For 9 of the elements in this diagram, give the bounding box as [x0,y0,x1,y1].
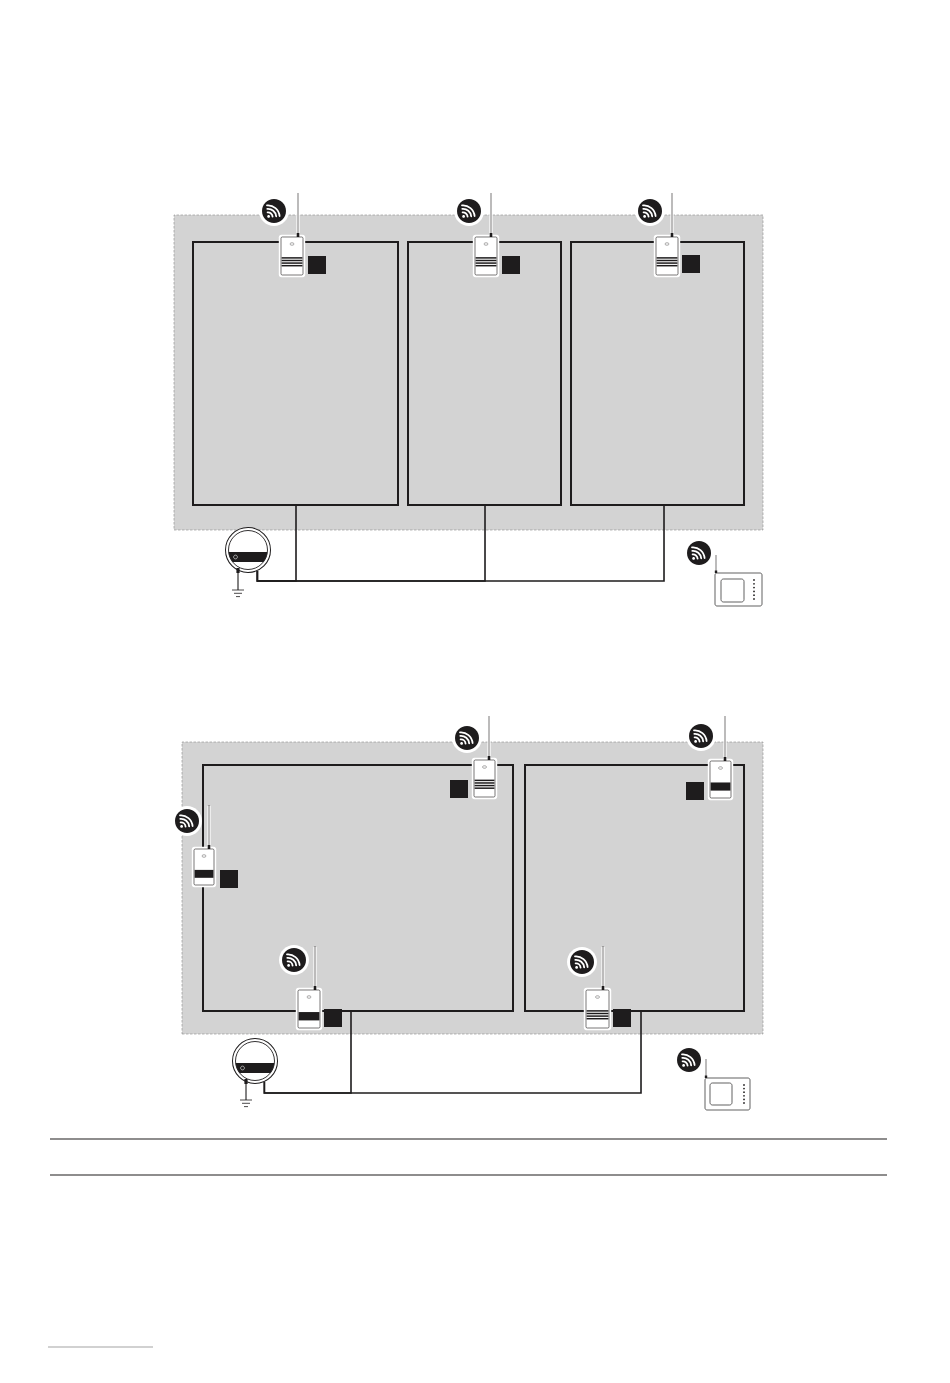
fence-wire [256,505,665,582]
paddock-box [407,241,562,506]
energizer-unit [232,1038,278,1084]
paddock-box [192,241,399,506]
fence-wire [263,1011,642,1094]
paddock-box [202,764,514,1012]
energizer-unit [225,527,271,573]
paddock-box [524,764,745,1012]
paddock-box [570,241,745,506]
